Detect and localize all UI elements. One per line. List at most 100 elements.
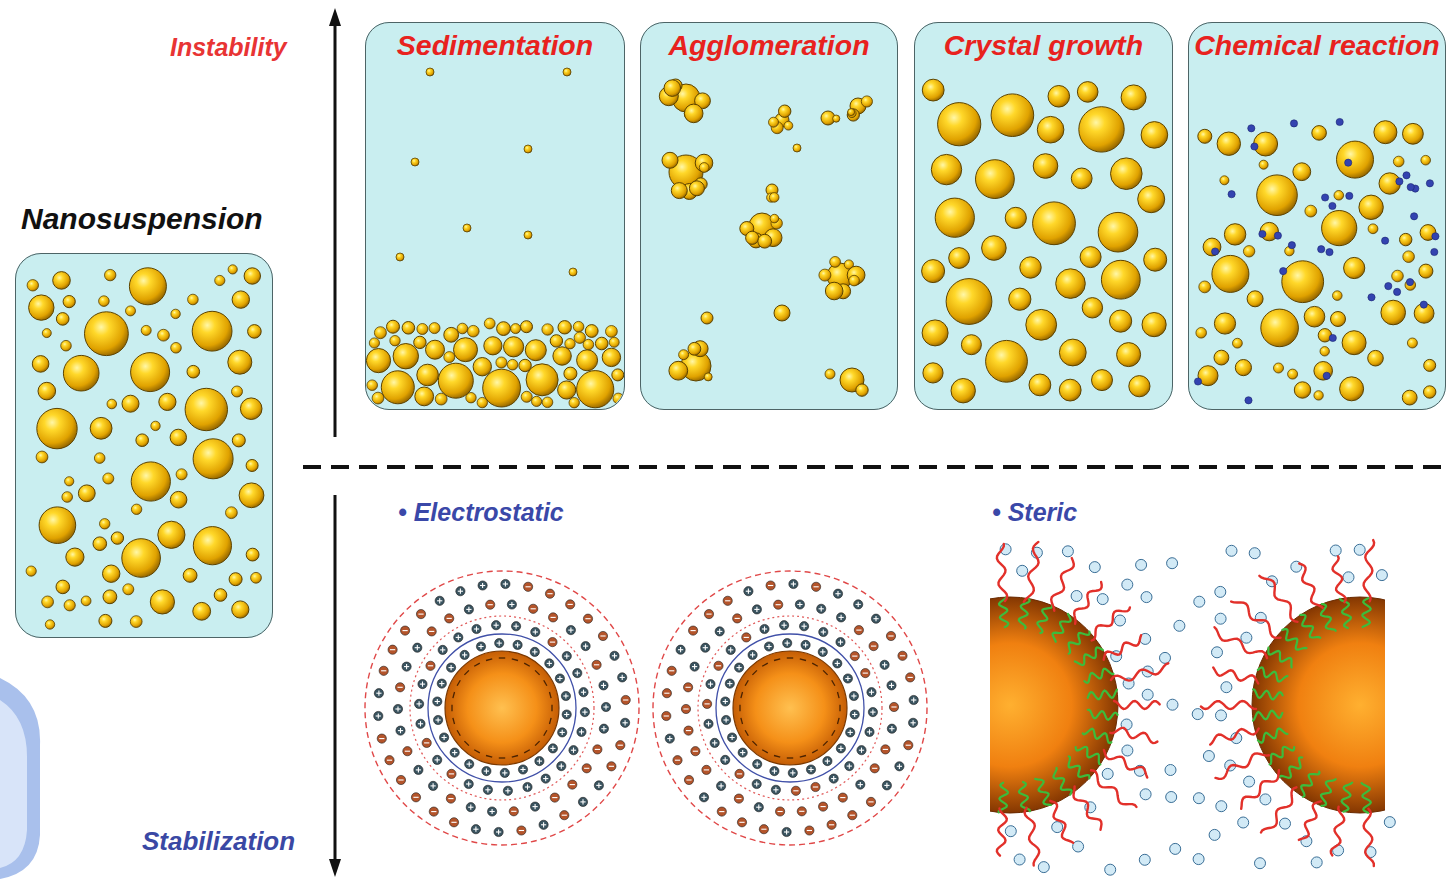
anion xyxy=(560,811,569,820)
polymer-chain xyxy=(1340,599,1351,628)
particle xyxy=(949,248,970,269)
charge-sign xyxy=(739,665,740,670)
polymer-chain xyxy=(1104,635,1141,660)
particle xyxy=(951,379,975,403)
surface-charge xyxy=(752,670,757,675)
particle xyxy=(484,337,502,355)
particle xyxy=(78,485,95,502)
particle xyxy=(369,338,379,348)
charge-sign xyxy=(858,602,859,607)
particle xyxy=(122,539,161,578)
charge-sign xyxy=(390,649,395,650)
charge-sign xyxy=(850,815,855,816)
cation xyxy=(783,639,792,648)
particle xyxy=(1247,291,1263,307)
cation xyxy=(447,663,456,672)
polymer-chain xyxy=(1321,779,1336,806)
polymer-chain xyxy=(1076,747,1101,765)
surface-charge xyxy=(762,750,768,753)
particle xyxy=(602,348,620,366)
particle xyxy=(248,325,262,339)
particle xyxy=(228,350,252,374)
particle xyxy=(477,397,487,407)
particle xyxy=(232,434,245,447)
anion xyxy=(850,652,859,661)
anion xyxy=(704,610,713,619)
particle xyxy=(444,352,455,363)
charge-sign xyxy=(447,618,452,619)
anion xyxy=(886,631,895,640)
panel-fill xyxy=(15,253,273,638)
particle xyxy=(170,429,186,445)
particle xyxy=(66,548,84,566)
solvent-molecule xyxy=(1209,829,1220,840)
particle xyxy=(577,350,598,371)
particle xyxy=(1142,313,1166,337)
charge-sign xyxy=(549,661,550,666)
cation xyxy=(833,589,842,598)
particle xyxy=(1424,359,1436,371)
surface-charge xyxy=(762,663,768,666)
anion xyxy=(848,811,857,820)
charge-sign xyxy=(400,728,401,733)
anion xyxy=(774,600,783,609)
particle xyxy=(183,569,197,583)
solvent-molecule xyxy=(1167,699,1178,710)
particle xyxy=(193,527,231,565)
particle xyxy=(159,393,176,410)
surface-charge xyxy=(774,659,780,661)
particle xyxy=(193,602,211,620)
surface-charge xyxy=(486,659,492,661)
solvent-molecule xyxy=(1255,858,1266,869)
charge-sign xyxy=(756,607,757,612)
charge-sign xyxy=(504,770,505,775)
charge-sign xyxy=(458,635,459,640)
particle xyxy=(1233,338,1243,348)
surface-charge xyxy=(457,680,460,686)
cation xyxy=(829,774,838,783)
anion xyxy=(379,666,388,675)
anion xyxy=(427,627,436,636)
particle xyxy=(185,388,227,430)
particle xyxy=(532,396,542,406)
particle xyxy=(61,340,72,351)
particle xyxy=(1199,281,1211,293)
particle xyxy=(1288,369,1298,379)
solvent-molecule xyxy=(1343,572,1354,583)
polymer-chain xyxy=(1342,783,1353,812)
charge-sign xyxy=(664,715,669,716)
cation xyxy=(715,627,724,636)
particle xyxy=(1217,132,1240,155)
particle xyxy=(42,596,54,608)
particle xyxy=(99,296,110,307)
particle xyxy=(1293,163,1311,181)
particle xyxy=(1224,224,1245,245)
charge-sign xyxy=(716,665,721,666)
cation xyxy=(558,728,567,737)
anion xyxy=(593,745,602,754)
charge-sign xyxy=(480,644,481,649)
charge-sign xyxy=(531,608,536,609)
anion xyxy=(396,683,405,692)
particle xyxy=(1141,122,1168,149)
charge-sign xyxy=(757,762,758,767)
anion xyxy=(582,764,591,773)
instability-panel: Chemical reaction xyxy=(1188,22,1446,410)
particle xyxy=(521,321,533,333)
panel-title: Sedimentation xyxy=(366,23,624,63)
mechanism-label: • Steric xyxy=(992,498,1077,527)
charge-sign xyxy=(551,617,556,618)
surface-charge xyxy=(812,663,818,666)
solvent-molecule xyxy=(1212,647,1223,658)
panel-fill xyxy=(640,22,898,410)
charge-sign xyxy=(603,726,604,731)
polymer-chain xyxy=(1025,808,1040,866)
charge-sign xyxy=(441,681,442,686)
solvent-molecule xyxy=(1102,768,1113,779)
charge-sign xyxy=(686,687,691,688)
particle xyxy=(1203,238,1221,256)
particle xyxy=(542,324,553,335)
reactant-molecule xyxy=(1420,301,1427,308)
polymer-chain xyxy=(1261,787,1296,832)
solvent-molecule xyxy=(1280,818,1291,829)
